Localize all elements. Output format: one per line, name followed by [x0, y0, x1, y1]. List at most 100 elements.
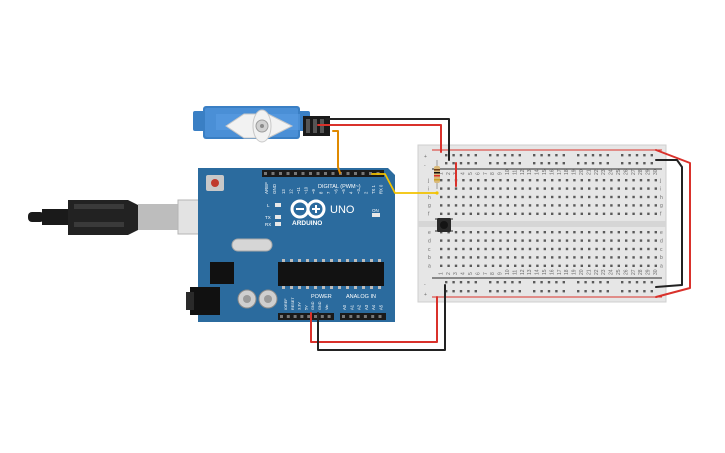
breadboard-hole[interactable] [558, 247, 561, 251]
breadboard-hole[interactable] [573, 256, 576, 259]
breadboard-hole[interactable] [595, 264, 598, 267]
breadboard-hole[interactable] [573, 204, 576, 207]
breadboard-hole[interactable] [610, 239, 613, 242]
breadboard-hole[interactable] [491, 187, 495, 190]
breadboard-hole[interactable] [555, 154, 558, 157]
breadboard-hole[interactable] [462, 179, 465, 182]
header-pin[interactable] [286, 172, 290, 175]
header-pin[interactable] [320, 315, 324, 318]
breadboard-hole[interactable] [454, 247, 458, 251]
breadboard-hole[interactable] [551, 239, 554, 242]
breadboard-hole[interactable] [469, 264, 472, 267]
breadboard-hole[interactable] [632, 187, 635, 190]
breadboard-hole[interactable] [602, 212, 606, 215]
breadboard-hole[interactable] [580, 204, 583, 207]
breadboard-hole[interactable] [469, 239, 472, 242]
breadboard-hole[interactable] [547, 290, 551, 293]
breadboard-hole[interactable] [588, 204, 591, 207]
breadboard-hole[interactable] [565, 187, 569, 190]
breadboard-hole[interactable] [639, 247, 643, 251]
breadboard-hole[interactable] [536, 239, 539, 242]
breadboard-hole[interactable] [580, 195, 583, 199]
header-pin[interactable] [378, 315, 382, 318]
breadboard-hole[interactable] [447, 264, 450, 267]
breadboard-hole[interactable] [647, 256, 650, 259]
breadboard-hole[interactable] [639, 256, 643, 259]
breadboard-hole[interactable] [477, 179, 480, 182]
breadboard-hole[interactable] [491, 212, 495, 215]
breadboard-hole[interactable] [506, 231, 509, 234]
breadboard-hole[interactable] [496, 290, 499, 293]
breadboard-hole[interactable] [528, 204, 532, 207]
breadboard-hole[interactable] [625, 187, 628, 190]
breadboard-hole[interactable] [440, 204, 443, 207]
breadboard-hole[interactable] [573, 264, 576, 267]
breadboard-hole[interactable] [580, 212, 583, 215]
breadboard-hole[interactable] [654, 204, 657, 207]
breadboard-hole[interactable] [602, 239, 606, 242]
breadboard-hole[interactable] [617, 212, 620, 215]
breadboard-hole[interactable] [459, 290, 463, 293]
breadboard-hole[interactable] [447, 239, 450, 242]
breadboard-hole[interactable] [440, 239, 443, 242]
breadboard-hole[interactable] [610, 256, 613, 259]
breadboard-hole[interactable] [536, 264, 539, 267]
breadboard-hole[interactable] [467, 162, 470, 165]
breadboard-hole[interactable] [484, 204, 487, 207]
breadboard-hole[interactable] [584, 281, 587, 284]
breadboard-hole[interactable] [506, 247, 509, 251]
breadboard-hole[interactable] [606, 162, 609, 165]
breadboard-hole[interactable] [511, 162, 514, 165]
breadboard-hole[interactable] [506, 239, 509, 242]
breadboard-hole[interactable] [591, 281, 595, 284]
breadboard-hole[interactable] [588, 247, 591, 251]
breadboard-hole[interactable] [610, 187, 613, 190]
breadboard-hole[interactable] [617, 239, 620, 242]
breadboard-hole[interactable] [469, 212, 472, 215]
breadboard-hole[interactable] [628, 281, 631, 284]
breadboard-hole[interactable] [551, 247, 554, 251]
breadboard-hole[interactable] [469, 187, 472, 190]
breadboard-hole[interactable] [454, 212, 458, 215]
breadboard-hole[interactable] [573, 187, 576, 190]
breadboard-hole[interactable] [454, 256, 458, 259]
breadboard-hole[interactable] [543, 212, 546, 215]
breadboard-hole[interactable] [595, 179, 598, 182]
breadboard-hole[interactable] [496, 154, 499, 157]
breadboard-hole[interactable] [602, 264, 606, 267]
breadboard-hole[interactable] [621, 154, 624, 157]
breadboard-hole[interactable] [528, 212, 532, 215]
breadboard-hole[interactable] [521, 264, 524, 267]
breadboard-hole[interactable] [543, 247, 546, 251]
breadboard-hole[interactable] [588, 231, 591, 234]
breadboard-hole[interactable] [462, 239, 465, 242]
breadboard-hole[interactable] [440, 231, 443, 234]
breadboard-hole[interactable] [565, 239, 569, 242]
breadboard-hole[interactable] [558, 179, 561, 182]
breadboard-hole[interactable] [647, 264, 650, 267]
breadboard-hole[interactable] [654, 264, 657, 267]
header-pin[interactable] [301, 172, 305, 175]
header-pin[interactable] [280, 315, 283, 318]
breadboard-hole[interactable] [474, 162, 477, 165]
breadboard-hole[interactable] [625, 212, 628, 215]
breadboard-hole[interactable] [654, 195, 657, 199]
breadboard-hole[interactable] [499, 179, 502, 182]
breadboard-hole[interactable] [606, 281, 609, 284]
breadboard-hole[interactable] [562, 154, 565, 157]
breadboard-hole[interactable] [588, 256, 591, 259]
breadboard-hole[interactable] [577, 281, 580, 284]
header-pin[interactable] [361, 172, 365, 175]
breadboard-hole[interactable] [454, 231, 458, 234]
header-pin[interactable] [294, 172, 297, 175]
breadboard-hole[interactable] [565, 231, 569, 234]
breadboard-hole[interactable] [643, 162, 646, 165]
breadboard-hole[interactable] [650, 162, 653, 165]
header-pin[interactable] [354, 172, 357, 175]
breadboard-hole[interactable] [617, 247, 620, 251]
header-pin[interactable] [271, 172, 275, 175]
breadboard-hole[interactable] [639, 212, 643, 215]
breadboard-hole[interactable] [551, 212, 554, 215]
breadboard-hole[interactable] [547, 281, 551, 284]
breadboard-hole[interactable] [584, 290, 587, 293]
